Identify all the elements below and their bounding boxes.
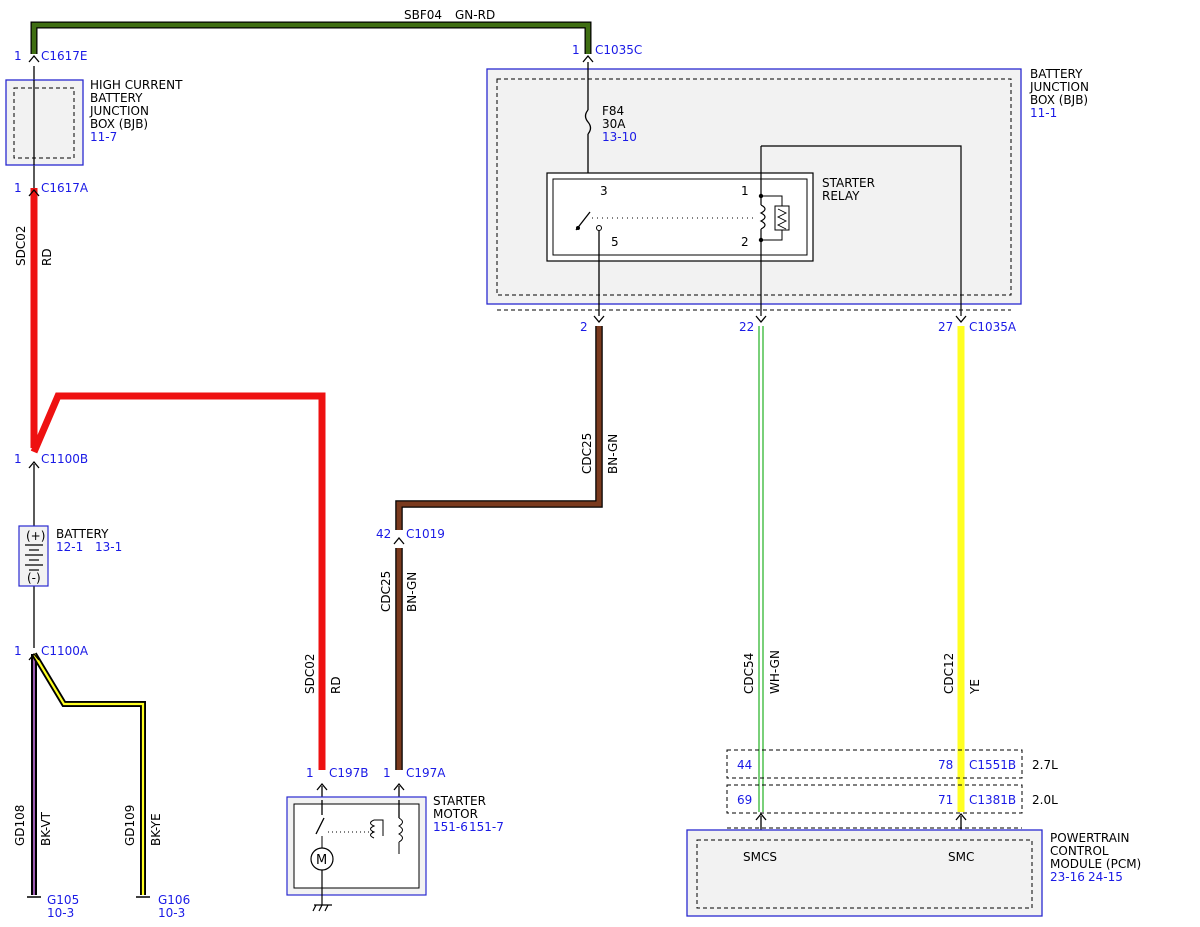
pcm-box — [686, 829, 1043, 917]
variant-2-0l: 2.0L — [1032, 793, 1058, 807]
starter-motor-label-2: MOTOR — [433, 807, 478, 821]
bjb-label-3: BOX (BJB) — [1030, 93, 1088, 107]
hcbjb-label-3: JUNCTION — [89, 104, 149, 118]
battery-ref-2[interactable]: 13-1 — [95, 540, 122, 554]
c197b-label: C197B — [329, 766, 369, 780]
c1019-label: C1019 — [406, 527, 445, 541]
c1100a-label: C1100A — [41, 644, 89, 658]
relay-label-2: RELAY — [822, 189, 860, 203]
wire-gd109 — [31, 652, 146, 895]
pcm-ref-1[interactable]: 23-16 — [1050, 870, 1085, 884]
c1551b-pin-78: 78 — [938, 758, 953, 772]
c1551b-label: C1551B — [969, 758, 1016, 772]
sdc02-bottom-circuit: SDC02 — [303, 653, 317, 694]
relay-pin-5: 5 — [611, 235, 619, 249]
c1551b-pin-44: 44 — [737, 758, 752, 772]
c1617e-label: C1617E — [41, 49, 88, 63]
hcbjb-box — [5, 79, 84, 166]
starter-relay — [546, 172, 814, 262]
c1035c-label: C1035C — [595, 43, 642, 57]
hcbjb-label-2: BATTERY — [90, 91, 143, 105]
battery-ref-1[interactable]: 12-1 — [56, 540, 83, 554]
bjb-ref[interactable]: 11-1 — [1030, 106, 1057, 120]
fuse-f84 — [584, 109, 592, 135]
c197b-pin: 1 — [306, 766, 314, 780]
sdc02-bottom-color: RD — [329, 676, 343, 694]
c1617a-label: C1617A — [41, 181, 89, 195]
c1100b-pin: 1 — [14, 452, 22, 466]
c197a-label: C197A — [406, 766, 446, 780]
c1035a-pin-22: 22 — [739, 320, 754, 334]
pcm-ref-2[interactable]: 24-15 — [1088, 870, 1123, 884]
c1100b-label: C1100B — [41, 452, 88, 466]
battery-neg: (-) — [27, 571, 41, 585]
hcbjb-ref[interactable]: 11-7 — [90, 130, 117, 144]
cdc25-top-color: BN-GN — [606, 434, 620, 474]
variant-2-7l: 2.7L — [1032, 758, 1058, 772]
battery-label: BATTERY — [56, 527, 109, 541]
wire-cdc25 — [395, 326, 603, 530]
fuse-rating: 30A — [602, 117, 626, 131]
chassis-ground-icon — [312, 904, 332, 912]
gd109-color: BK-YE — [149, 813, 163, 846]
cdc25-bottom-color: BN-GN — [405, 572, 419, 612]
g106-ref[interactable]: 10-3 — [158, 906, 185, 920]
pcm-pin-smcs: SMCS — [743, 850, 777, 864]
pcm-pin-smc: SMC — [948, 850, 974, 864]
sbf04-circuit: SBF04 — [404, 8, 442, 22]
sdc02-top-color: RD — [40, 248, 54, 266]
connector-c1551b — [726, 749, 1023, 779]
gd108-color: BK-VT — [39, 811, 53, 846]
starter-motor-ref-2[interactable]: 151-7 — [469, 820, 504, 834]
wire-sdc02-bottom — [30, 392, 326, 770]
fuse-ref[interactable]: 13-10 — [602, 130, 637, 144]
hcbjb-label-1: HIGH CURRENT — [90, 78, 183, 92]
gd109-circuit: GD109 — [123, 805, 137, 846]
cdc25-top-circuit: CDC25 — [580, 433, 594, 474]
battery-box — [18, 525, 49, 587]
hcbjb-label-4: BOX (BJB) — [90, 117, 148, 131]
c1381b-pin-69: 69 — [737, 793, 752, 807]
c1035a-pin-2: 2 — [580, 320, 588, 334]
g106-label: G106 — [158, 893, 190, 907]
c1035a-pin-27: 27 — [938, 320, 953, 334]
connector-c1381b — [726, 784, 1023, 814]
fuse-name: F84 — [602, 104, 624, 118]
pcm-label-3: MODULE (PCM) — [1050, 857, 1141, 871]
c1035a-label: C1035A — [969, 320, 1017, 334]
g105-ref[interactable]: 10-3 — [47, 906, 74, 920]
svg-text:M: M — [316, 853, 327, 868]
c1617e-pin: 1 — [14, 49, 22, 63]
bjb-label-2: JUNCTION — [1029, 80, 1089, 94]
cdc12-color: YE — [968, 679, 982, 695]
relay-pin-3: 3 — [600, 184, 608, 198]
pcm-label-2: CONTROL — [1050, 844, 1109, 858]
relay-pin-2: 2 — [741, 235, 749, 249]
bjb-label-1: BATTERY — [1030, 67, 1083, 81]
c1381b-label: C1381B — [969, 793, 1016, 807]
sbf04-color: GN-RD — [455, 8, 495, 22]
cdc25-bottom-circuit: CDC25 — [379, 571, 393, 612]
cdc12-circuit: CDC12 — [942, 653, 956, 694]
starter-motor-ref-1[interactable]: 151-6 — [433, 820, 468, 834]
cdc54-color: WH-GN — [768, 650, 782, 694]
c197a-pin: 1 — [383, 766, 391, 780]
starter-motor-label-1: STARTER — [433, 794, 486, 808]
pcm-label-1: POWERTRAIN — [1050, 831, 1130, 845]
c1381b-pin-71: 71 — [938, 793, 953, 807]
battery-pos: (+) — [26, 529, 45, 543]
sdc02-top-circuit: SDC02 — [14, 225, 28, 266]
relay-label-1: STARTER — [822, 176, 875, 190]
gd108-circuit: GD108 — [13, 805, 27, 846]
c1035c-pin: 1 — [572, 43, 580, 57]
relay-pin-1: 1 — [741, 184, 749, 198]
wire-sbf04 — [30, 21, 592, 54]
c1617a-pin: 1 — [14, 181, 22, 195]
g105-label: G105 — [47, 893, 79, 907]
c1019-pin: 42 — [376, 527, 391, 541]
c1100a-pin: 1 — [14, 644, 22, 658]
cdc54-circuit: CDC54 — [742, 653, 756, 694]
